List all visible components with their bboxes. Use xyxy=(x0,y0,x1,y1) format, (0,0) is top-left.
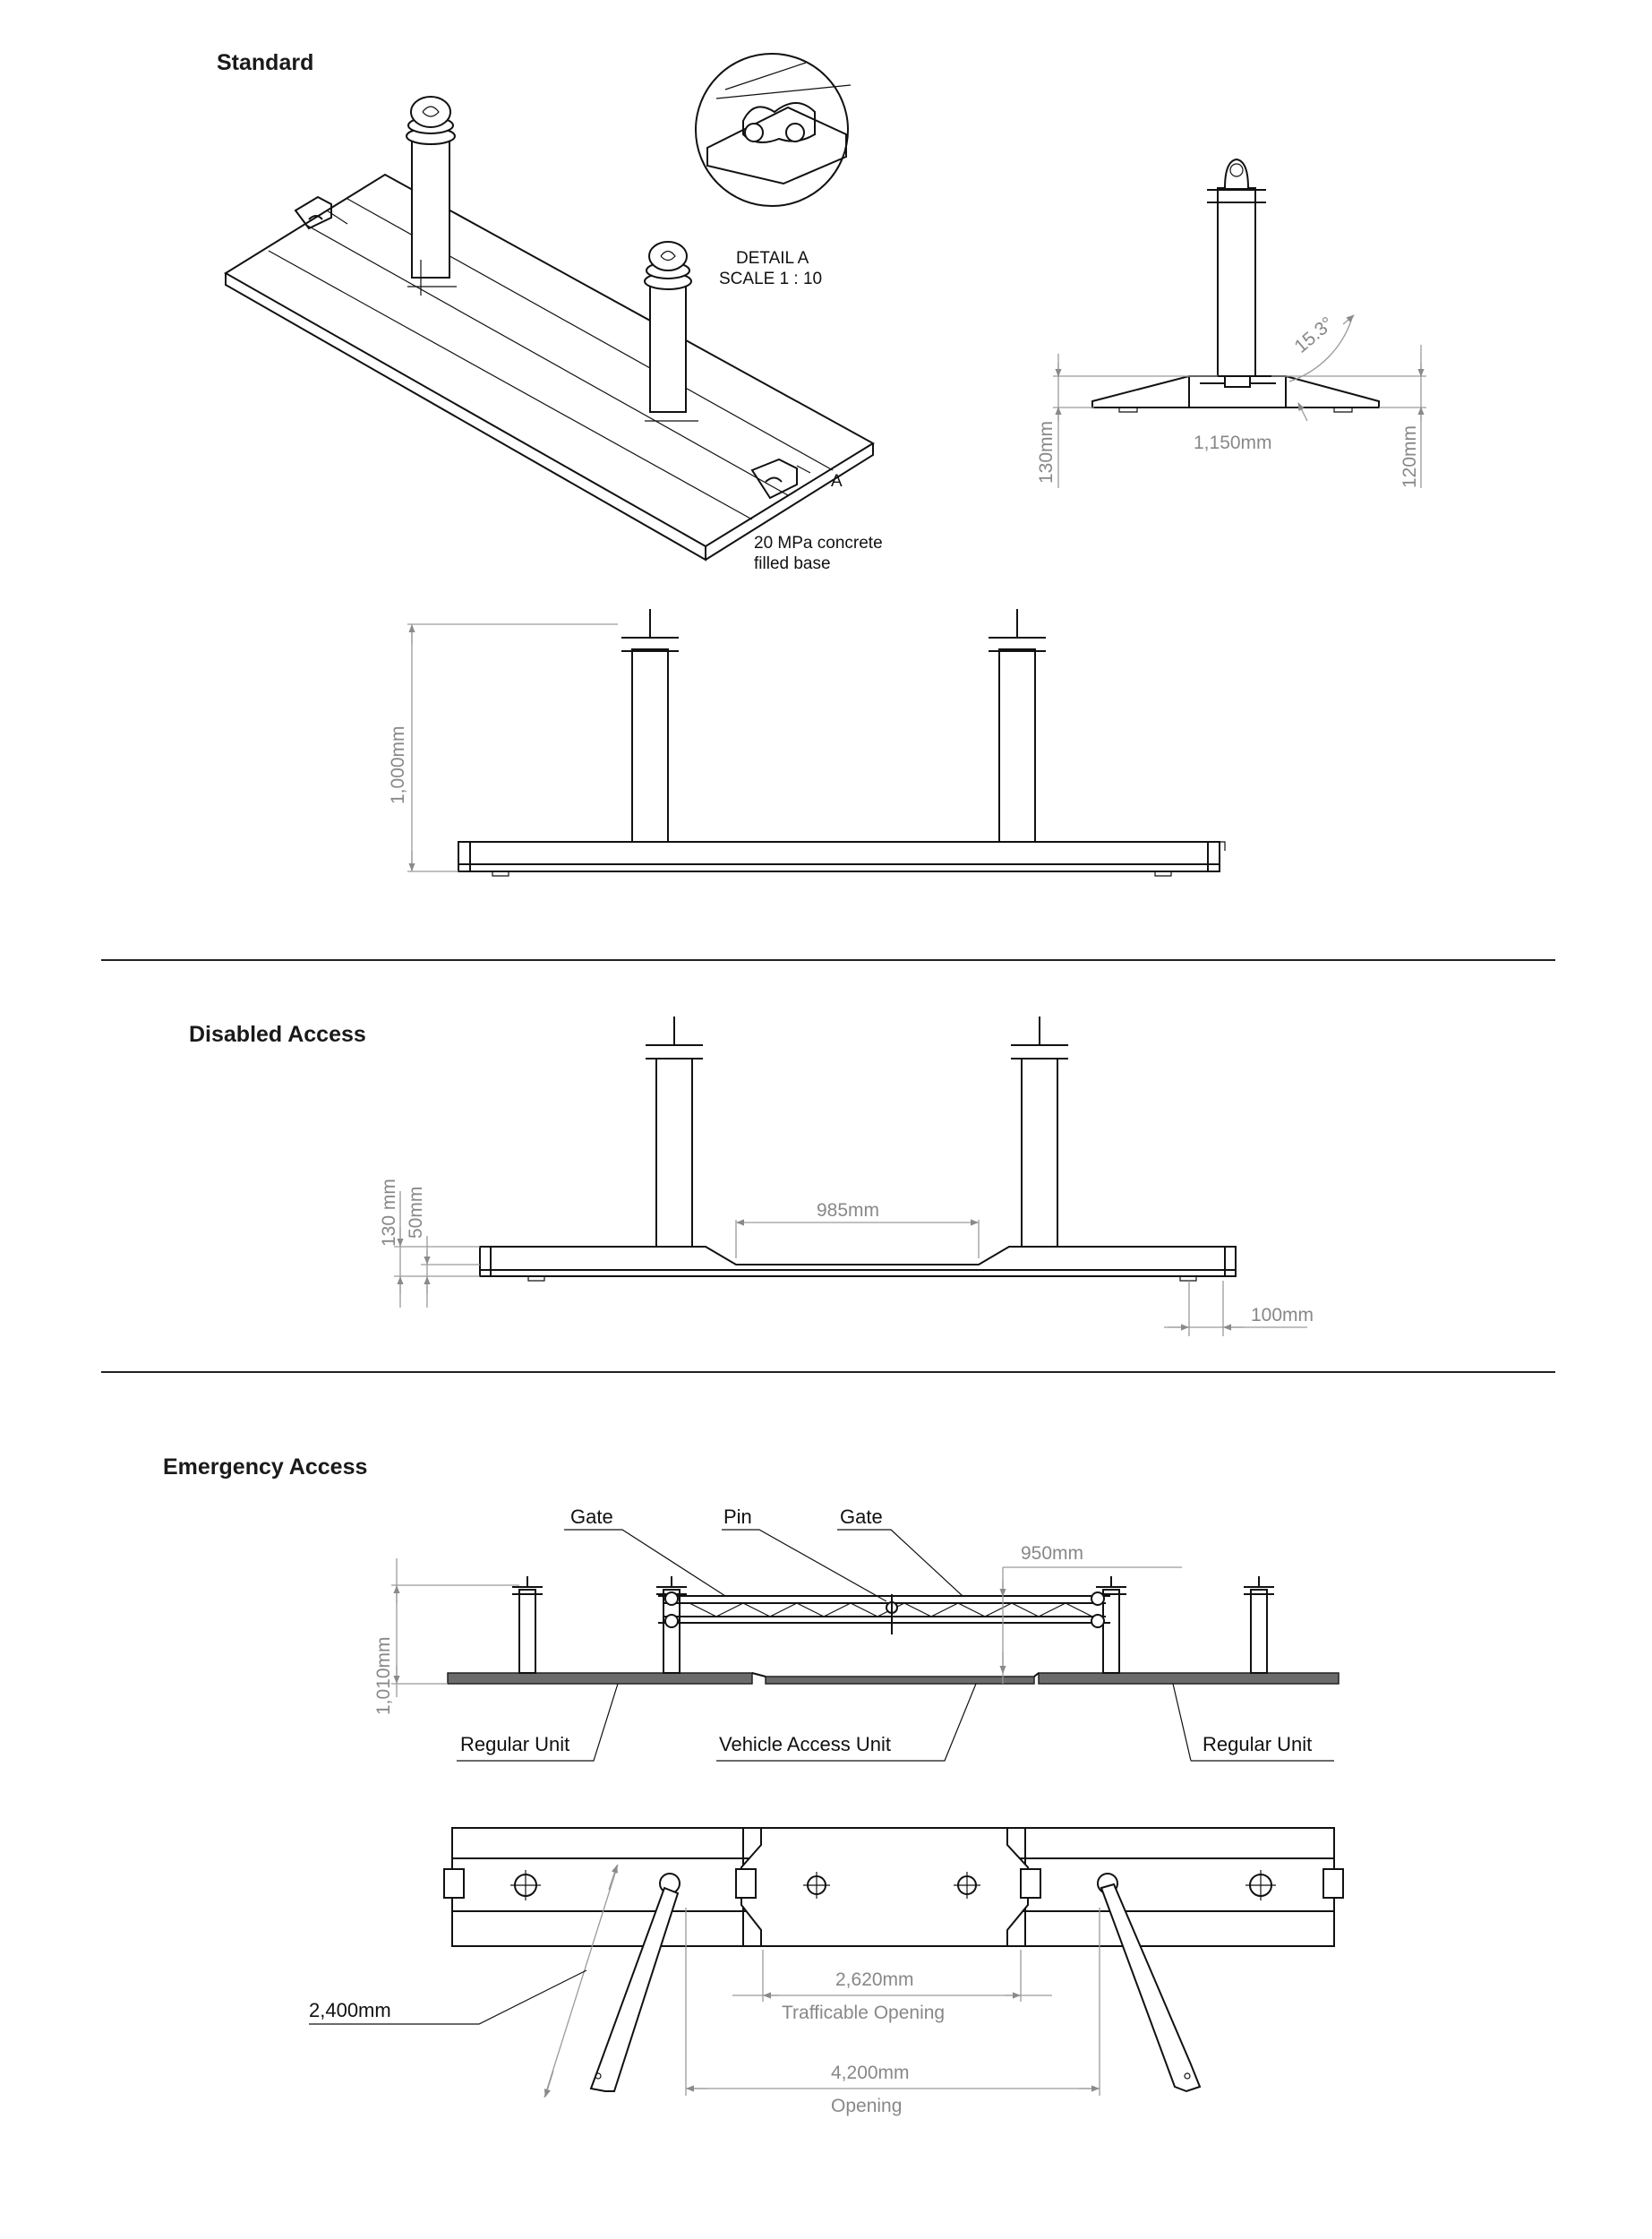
standard-title: Standard xyxy=(217,50,313,75)
emergency-access-plan-dimensions: 2,400mm 2,620mm Trafficable Opening 4,20… xyxy=(309,1864,1100,2116)
emergency-access-plan-view xyxy=(443,1827,1344,2093)
dim-arm-2400: 2,400mm xyxy=(309,1999,391,2021)
dim-height-130mm: 130 mm xyxy=(379,1179,399,1247)
dim-base-width: 1,150mm xyxy=(1194,433,1272,453)
standard-iso-post-left xyxy=(406,96,457,296)
base-note-line2: filled base xyxy=(754,554,831,573)
vehicle-access-unit-base xyxy=(765,1676,1035,1685)
plan-connector-clips xyxy=(443,1868,1344,1899)
detail-a-marker: A xyxy=(831,472,843,491)
emergency-access-title: Emergency Access xyxy=(163,1454,367,1480)
gate-truss xyxy=(658,1591,1110,1634)
label-gate-left: Gate xyxy=(570,1506,613,1528)
label-pin: Pin xyxy=(723,1506,752,1528)
detail-a-view xyxy=(695,53,852,207)
dim-height-120-right: 120mm xyxy=(1399,425,1420,488)
dim-trafficable-value: 2,620mm xyxy=(835,1969,914,1990)
dim-angle: 15.3° xyxy=(1290,313,1338,357)
emergency-access-elevation xyxy=(447,1576,1340,1685)
disabled-access-title: Disabled Access xyxy=(189,1022,366,1047)
dim-gate-950: 950mm xyxy=(1021,1543,1083,1564)
regular-unit-left-base xyxy=(447,1672,753,1685)
dim-overall-height-1000: 1,000mm xyxy=(388,725,408,804)
label-gate-right: Gate xyxy=(840,1506,883,1528)
disabled-access-dimensions: 985mm 130 mm 50mm 100mm xyxy=(379,1179,1314,1336)
dim-height-50mm: 50mm xyxy=(406,1187,426,1239)
label-vehicle-access-unit: Vehicle Access Unit xyxy=(719,1733,891,1755)
standard-end-view-dimensions: 130mm 120mm 1,150mm 15.3° xyxy=(1036,313,1426,488)
dim-opening-label: Opening xyxy=(831,2096,902,2116)
gate-arm-left xyxy=(589,1886,680,2092)
base-note-line1: 20 MPa concrete xyxy=(754,534,883,553)
label-regular-unit-right: Regular Unit xyxy=(1203,1733,1312,1755)
detail-a-title: DETAIL A xyxy=(736,249,809,268)
emergency-access-section: Emergency Access xyxy=(163,1454,1344,2116)
standard-section: Standard xyxy=(217,50,1426,877)
detail-a-scale: SCALE 1 : 10 xyxy=(719,270,822,288)
dim-gap-985: 985mm xyxy=(817,1200,879,1221)
standard-isometric-view xyxy=(224,96,875,562)
standard-front-view xyxy=(458,609,1226,877)
dim-height-1010: 1,010mm xyxy=(373,1636,394,1715)
dim-height-130-left: 130mm xyxy=(1036,421,1057,484)
disabled-access-section: Disabled Access 985mm 130 mm 50mm xyxy=(189,1017,1314,1336)
standard-front-view-dimensions: 1,000mm xyxy=(388,623,618,872)
standard-end-view xyxy=(1091,158,1380,413)
dim-trafficable-label: Trafficable Opening xyxy=(782,2003,945,2023)
regular-unit-right-base xyxy=(1038,1672,1340,1685)
dim-opening-value: 4,200mm xyxy=(831,2063,910,2083)
disabled-access-front-view xyxy=(479,1017,1237,1282)
emergency-access-elevation-callouts: Gate Pin Gate Regular Unit Vehicle Acces… xyxy=(373,1506,1334,1762)
label-regular-unit-left: Regular Unit xyxy=(460,1733,569,1755)
dim-foot-100: 100mm xyxy=(1251,1305,1314,1325)
gate-arm-right xyxy=(1100,1883,1202,2093)
standard-iso-post-right xyxy=(644,241,698,422)
